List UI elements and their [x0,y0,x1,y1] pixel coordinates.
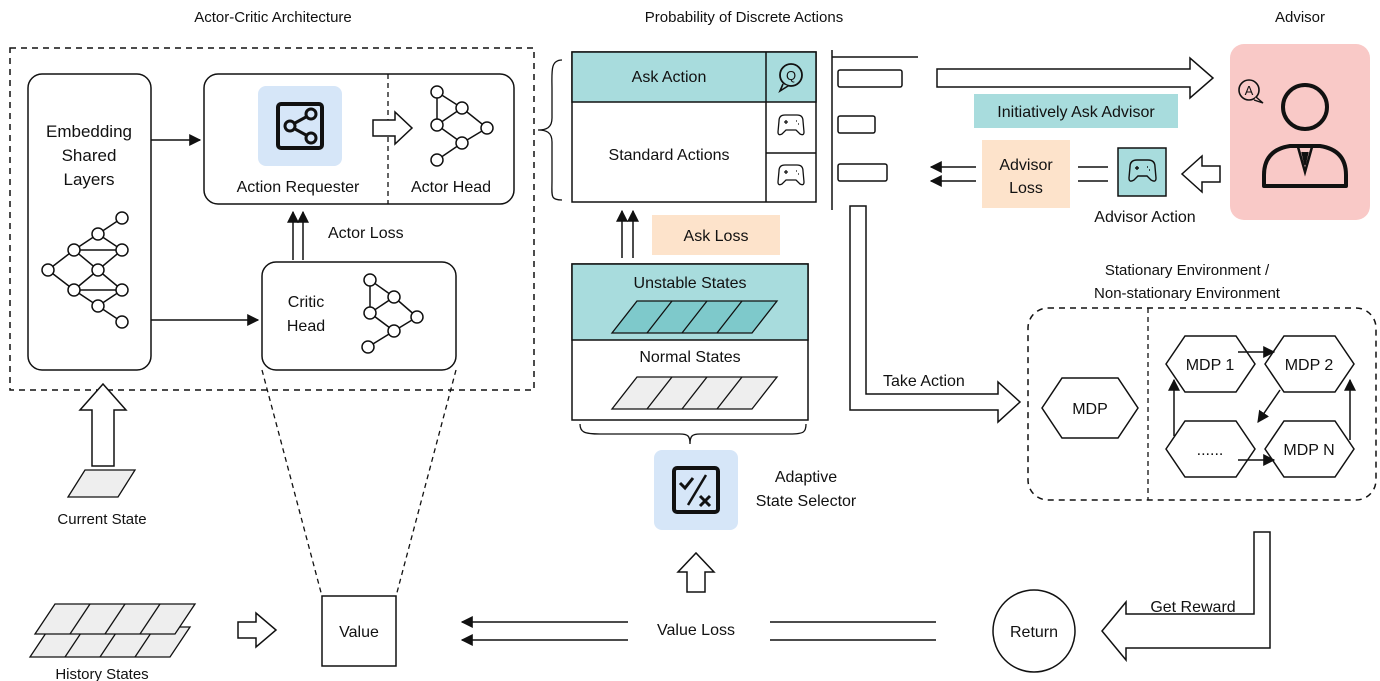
mdp-node [1041,377,1139,439]
neural-net-icon [41,211,129,329]
advisor-person-icon [1262,83,1348,188]
prob-bar-standard-1 [837,115,876,134]
ask-loss-label: Ask Loss [684,228,749,245]
title-actor-critic: Actor-Critic Architecture [194,9,352,26]
embedding-label-1: Embedding [46,122,132,141]
ask-advisor-arrow [936,56,1215,100]
take-action-arrow [849,205,1022,424]
dots-node [1165,420,1256,478]
value-label: Value [339,624,379,641]
advisor-to-action-arrow [1180,154,1221,194]
actor-head-net-icon [430,85,494,167]
environment-title-1: Stationary Environment / [1105,262,1270,279]
ask-advisor-label: Initiatively Ask Advisor [997,104,1155,121]
embedding-label-3: Layers [63,170,114,189]
normal-states-label: Normal States [639,349,740,366]
return-node [992,589,1076,673]
value-box [321,595,397,667]
critic-box [261,261,457,371]
mdp2-node [1264,335,1355,393]
value-loss-label: Value Loss [657,622,735,639]
gamepad-icon [777,164,805,186]
actor-head-label: Actor Head [411,179,491,196]
gamepad-icon [777,114,805,136]
critic-label-2: Head [287,318,325,335]
take-action-label: Take Action [883,373,965,390]
advisor-box [1230,44,1370,220]
question-badge-text: Q [786,68,796,83]
unstable-states-label: Unstable States [634,275,747,292]
ask-action-label: Ask Action [632,69,707,86]
actions-brace [537,59,563,201]
embedding-box [27,73,152,371]
states-brace [579,423,807,445]
mdpn-node [1264,420,1355,478]
ask-loss-box [652,215,780,255]
title-advisor: Advisor [1275,9,1325,26]
gamepad-icon [1128,159,1157,182]
normal-states-shape [610,376,779,410]
environment-frame [1027,307,1377,501]
requester-to-head-arrow [372,110,414,146]
advisor-badge-text: A [1245,83,1254,98]
ask-advisor-box [974,94,1178,128]
environment-title-2: Non-stationary Environment [1094,285,1281,302]
prob-bar-standard-2 [837,163,888,182]
mdpn-label: MDP N [1283,442,1334,459]
actor-loss-label: Actor Loss [328,225,404,242]
edge-mdp2-dots [1257,389,1281,423]
ask-action-row [571,51,817,103]
selector-up-arrow [676,551,716,593]
history-states-shape [28,603,197,658]
current-state-shape [66,469,137,498]
actor-critic-frame [9,47,535,391]
action-requester-label: Action Requester [237,179,360,196]
critic-net-icon [361,273,424,354]
state-selector-label-2: State Selector [756,493,857,510]
advisor-action-box [1117,147,1167,197]
advisor-loss-label-2: Loss [1009,180,1043,197]
dots-label: ...... [1197,442,1224,459]
advisor-action-label: Advisor Action [1094,209,1195,226]
critic-label-1: Critic [288,294,324,311]
current-state-arrow [78,382,128,467]
checklist-icon [672,466,720,514]
mdp1-node [1165,335,1256,393]
history-to-value-arrow [237,611,278,649]
value-funnel-left [261,369,324,601]
mdp1-label: MDP 1 [1186,357,1235,374]
history-states-label: History States [55,666,148,681]
current-state-label: Current State [57,511,146,528]
standard-actions-label: Standard Actions [609,147,730,164]
get-reward-label: Get Reward [1150,599,1235,616]
value-funnel-right [394,369,457,601]
embedding-label-2: Shared [62,146,117,165]
advisor-loss-label-1: Advisor [999,157,1053,174]
action-requester-icon-bg [258,86,342,166]
mdp2-label: MDP 2 [1285,357,1334,374]
mdp-label: MDP [1072,401,1108,418]
title-probability: Probability of Discrete Actions [645,9,843,26]
state-selector-label-1: Adaptive [775,469,837,486]
unstable-states-shape [610,300,779,334]
share-nodes-icon [276,102,324,150]
advisor-badge: A [1238,79,1264,104]
prob-bar-ask [837,69,903,88]
question-bubble-icon: Q [778,63,803,94]
advisor-loss-box [982,140,1070,208]
get-reward-arrow [1101,531,1271,663]
return-label: Return [1010,624,1058,641]
